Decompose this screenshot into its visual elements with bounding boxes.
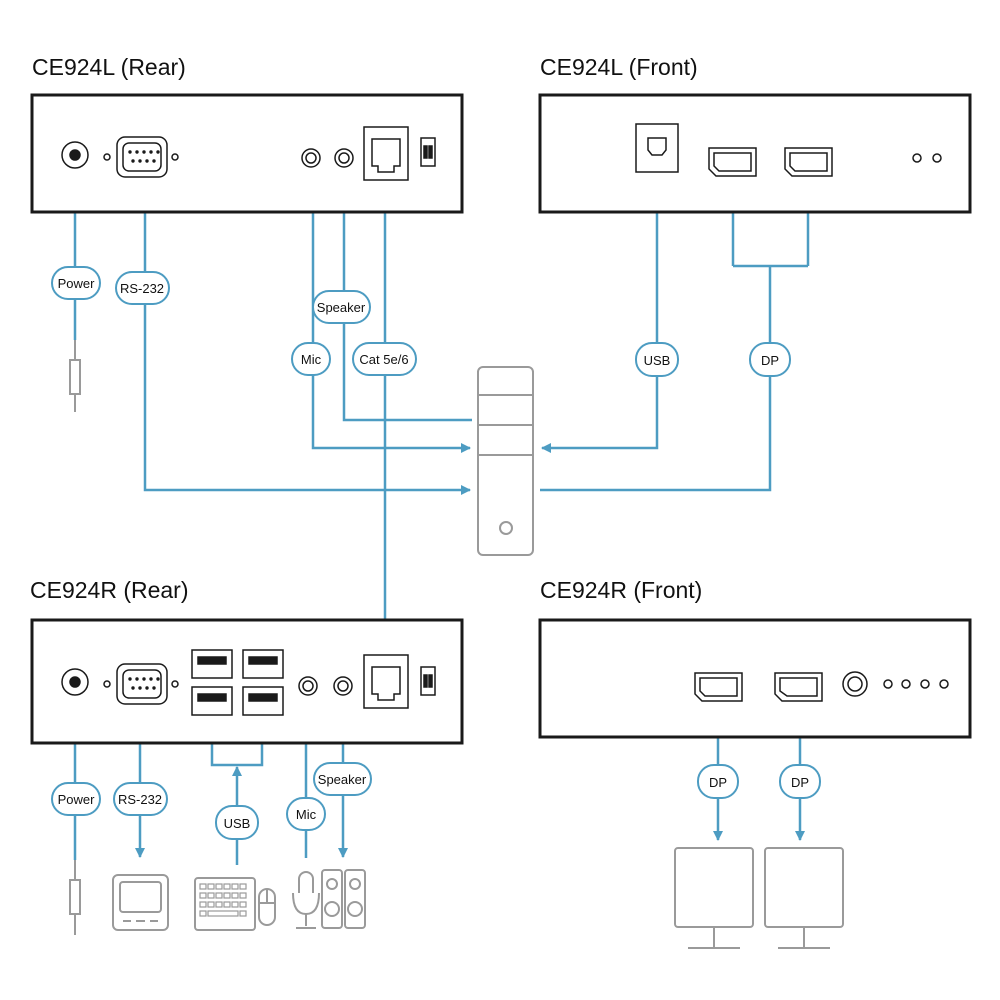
displayport-icon [774,672,823,702]
svg-text:DP: DP [791,775,809,790]
ce924r-rear-ports [61,649,436,716]
svg-text:RS-232: RS-232 [118,792,162,807]
rj45-port-icon [363,654,409,709]
label-rs232-l: RS-232 [115,271,170,305]
svg-text:Mic: Mic [296,807,317,822]
label-speaker-r: Speaker [313,762,372,796]
led-icon [920,679,930,689]
svg-text:RS-232: RS-232 [120,281,164,296]
label-speaker-l: Speaker [312,290,371,324]
rj45-port-icon [363,126,409,181]
led-icon [883,679,893,689]
monitor-icon [764,847,844,949]
cables [73,182,813,865]
power-jack-icon [61,668,89,696]
displayport-icon [708,147,757,177]
led-icon [901,679,911,689]
dip-switch-icon [420,666,436,696]
svg-text:Mic: Mic [301,352,322,367]
cable-labels: Power RS-232 Speaker Mic Cat 5e/6 USB DP [51,266,821,840]
mic-cable-l [311,183,471,453]
devices [30,93,972,745]
usb-b-port-icon [635,123,679,173]
svg-text:Speaker: Speaker [318,772,367,787]
svg-text:DP: DP [761,353,779,368]
ce924l-rear-ports [61,126,436,181]
svg-text:USB: USB [224,816,251,831]
audio-jack-icon [842,671,868,697]
svg-text:Power: Power [58,792,96,807]
svg-text:Power: Power [58,276,96,291]
audio-jack-icon [301,148,321,168]
usb-a-port-icon [242,686,284,716]
label-mic-l: Mic [291,342,331,376]
label-rs232-r: RS-232 [113,782,168,816]
title-ce924l-front: CE924L (Front) [540,54,698,80]
ce924r-front-panel [538,618,972,739]
label-usb-r: USB [215,805,259,840]
ce924l-front-ports [635,123,942,177]
title-ce924r-rear: CE924R (Rear) [30,577,189,603]
label-cat: Cat 5e/6 [352,342,417,376]
serial-port-icon [103,136,179,178]
mouse-icon [258,888,276,926]
power-jack-icon [61,141,89,169]
svg-text:DP: DP [709,775,727,790]
microphone-icon [292,871,320,929]
led-icon [912,153,922,163]
serial-terminal-icon [112,874,169,931]
usb-a-port-icon [191,649,233,679]
speakers-icon [321,869,366,929]
svg-text:Cat 5e/6: Cat 5e/6 [359,352,408,367]
usb-a-port-icon [191,686,233,716]
power-plug-icon [69,340,81,412]
label-power-l: Power [51,266,101,300]
svg-text:USB: USB [644,353,671,368]
svg-text:Speaker: Speaker [317,300,366,315]
label-dp-r-2: DP [779,764,821,799]
label-usb-l: USB [635,342,679,377]
usb-a-port-icon [242,649,284,679]
led-icon [932,153,942,163]
label-dp-r-1: DP [697,764,739,799]
dip-switch-icon [420,137,436,167]
label-mic-r: Mic [286,797,326,831]
label-power-r: Power [51,782,101,816]
monitor-icon [674,847,754,949]
audio-jack-icon [333,676,353,696]
serial-port-icon [103,663,179,705]
displayport-icon [694,672,743,702]
power-plug-icon [69,860,81,935]
displayport-icon [784,147,833,177]
title-ce924l-rear: CE924L (Rear) [32,54,186,80]
led-icon [939,679,949,689]
peripherals [69,340,844,949]
keyboard-icon [194,877,256,931]
label-dp-l: DP [749,342,791,377]
dp-cable-l [540,266,772,492]
ce924r-front-ports [694,671,949,702]
speaker-cable-l [339,185,472,422]
rs232-cable-l [143,400,471,495]
usb-cable-l [541,188,659,453]
audio-jack-icon [334,148,354,168]
audio-jack-icon [298,676,318,696]
computer-tower-icon [477,366,534,556]
title-ce924r-front: CE924R (Front) [540,577,702,603]
